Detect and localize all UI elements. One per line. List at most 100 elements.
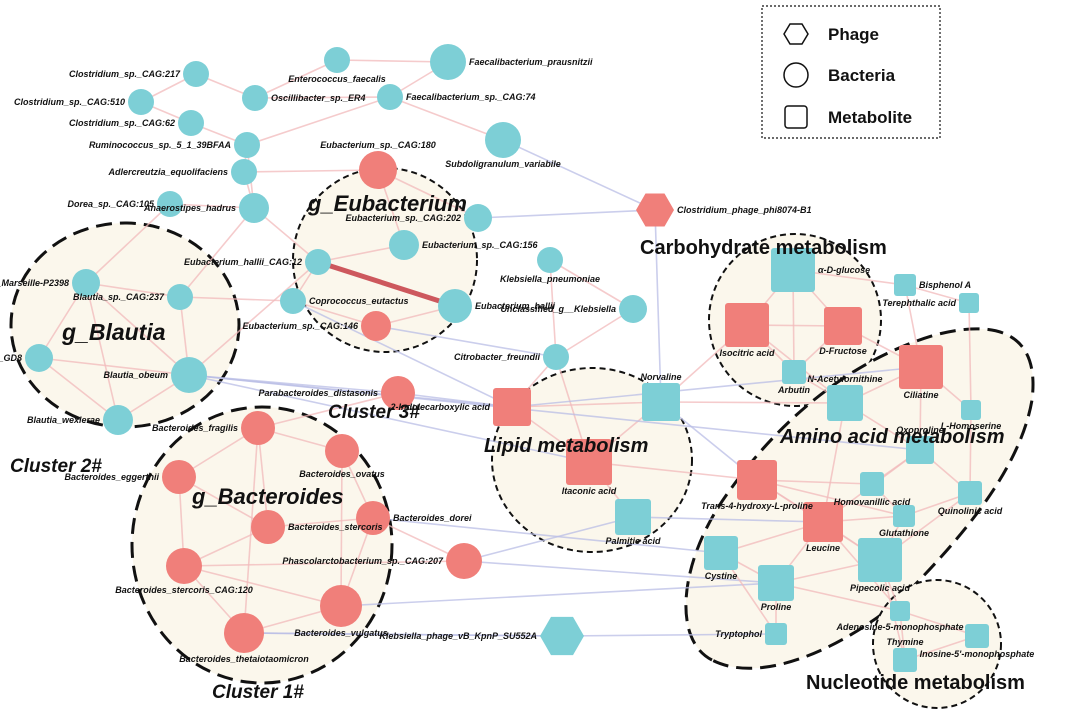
node-label-norvaline: Norvaline [640,372,681,382]
bacteria-node-phascolarctobacterium-sp-cag-207 [446,543,482,579]
metabolite-node-2-indolecarboxylic-acid [493,388,531,426]
edge-n39-n64 [561,633,777,637]
bacteria-node-eubacterium-hallii-cag-12 [305,249,331,275]
node-label-d-fructose: D-Fructose [819,346,867,356]
node-label-glutathione: Glutathione [879,528,929,538]
metabolite-node-trans-4-hydroxy-l-proline [737,460,777,500]
metabolite-node-bisphenol-a [894,274,916,296]
bacteria-node-faecalibacterium-sp-cag-74 [377,84,403,110]
node-label-adenosine-5-monophosphate: Adenosine-5-monophosphate [835,622,963,632]
edge-n35-n37 [183,565,342,607]
bacteria-node-bacteroides-fragilis [241,411,275,445]
metabolite-node-proline [758,565,794,601]
metabolite-node-ciliatine [899,345,943,389]
edge-n26-n42 [188,374,590,463]
bacteria-node-anaerostipes-hadrus [239,193,269,223]
edge-n32-n33 [178,476,269,528]
title-bacteroides: g_Bacteroides [191,484,344,509]
node-label-homovanillic-acid: Homovanillic acid [834,497,911,507]
node-label-blautia-sp-marseille-p2398: Blautia_sp._Marseille-P2398 [0,278,69,288]
node-label-eubacterium-sp-cag-180: Eubacterium_sp._CAG:180 [320,140,436,150]
node-label-proline: Proline [761,602,792,612]
group-titles: g_Eubacterium g_Blautia g_Bacteroides Cl… [10,191,1025,703]
edge-n17-n22 [317,259,456,309]
bacteria-node-blautia-sp-cag-237 [167,284,193,310]
metabolite-node-leucine [803,502,843,542]
bacteria-node-eubacterium-sp-cag-146 [361,311,391,341]
node-label-tryptophol: Tryptophol [715,629,762,639]
metabolite-node-palmitic-acid [615,499,651,535]
node-label-subdoligranulum-variabile: Subdoligranulum_variabile [445,159,561,169]
edge-n1-n2 [336,59,449,63]
edge-n35-n36 [183,560,465,567]
node-label-pipecolic-acid: Pipecolic acid [850,583,911,593]
circle-icon [783,62,809,88]
node-label-adlercreutzia-equolifaciens: Adlercreutzia_equolifaciens [107,167,228,177]
bacteria-node-blautia-sp-gd8 [25,344,53,372]
edge-n19-n27 [85,282,119,421]
edge-n5-n8 [389,96,504,141]
bacteria-node-clostridium-sp-cag-217 [183,61,209,87]
node-label-blautia-sp-cag-237: Blautia_sp._CAG:237 [73,292,165,302]
node-label-bacteroides-eggerthii: Bacteroides_eggerthii [64,472,159,482]
bacteria-node-oscillibacter-sp-er4 [242,85,268,111]
bacteria-node-bacteroides-stercoris-cag-120 [166,548,202,584]
edge-n23-n28 [555,308,634,358]
metabolite-node-inosine-5-monophosphate [965,624,989,648]
node-label-blautia-obeum: Blautia_obeum [103,370,168,380]
node-label-clostridium-sp-cag-510: Clostridium_sp._CAG:510 [14,97,125,107]
bacteria-node-citrobacter-freundii [543,344,569,370]
bacteria-node-blautia-obeum [171,357,207,393]
edge-n46-n52 [968,302,972,411]
edge-n8-n15 [502,139,656,211]
title-blautia: g_Blautia [61,319,166,345]
bacteria-node-unclassified-g-klebsiella [619,295,647,323]
metabolite-node-cystine [704,536,738,570]
edge-n19-n26 [85,282,190,376]
node-label-thymine: Thymine [886,637,923,647]
title-cluster1: Cluster 1# [212,682,304,703]
node-label-bacteroides-fragilis: Bacteroides_fragilis [152,423,238,433]
bacteria-node-ruminococcus-sp-5-1-39bfaa [234,132,260,158]
legend: Phage Bacteria Metabolite [761,5,941,139]
legend-bacteria-label: Bacteria [828,66,896,85]
edge-n10-n11 [243,169,379,173]
node-label-clostridium-sp-cag-62: Clostridium_sp._CAG:62 [69,118,175,128]
bacteria-node-clostridium-sp-cag-62 [178,110,204,136]
metabolite-node-isocitric-acid [725,303,769,347]
edge-n30-n38 [243,427,259,634]
bacteria-node-bacteroides-stercoris [251,510,285,544]
hexagon-icon [783,23,809,45]
bacteria-node-coprococcus-eutactus [280,288,306,314]
node-label-bacteroides-dorei: Bacteroides_dorei [393,513,472,523]
node-label-trans-4-hydroxy-l-proline: Trans-4-hydroxy-L-proline [701,501,813,511]
metabolite-node-itaconic-acid [566,439,612,485]
node-labels: Faecalibacterium_prausnitziiEnterococcus… [0,57,1034,664]
node-label-faecalibacterium-sp-cag-74: Faecalibacterium_sp._CAG:74 [406,92,536,102]
node-label-dorea-sp-cag-105: Dorea_sp._CAG:105 [67,199,155,209]
node-label-terephthalic-acid: Terephthalic acid [882,298,956,308]
title-amino-acid: Amino acid metabolism [779,426,1005,448]
node-label-phascolarctobacterium-sp-cag-207: Phascolarctobacterium_sp._CAG:207 [282,556,444,566]
node-label-ciliatine: Ciliatine [903,390,938,400]
bacteria-node-adlercreutzia-equolifaciens [231,159,257,185]
edge-n61-n62 [775,582,901,612]
node-label-cystine: Cystine [705,571,738,581]
node-label-arbutin: Arbutin [777,385,810,395]
bacteria-node-eubacterium-sp-cag-156 [389,230,419,260]
bacteria-node-bacteroides-dorei [356,501,390,535]
metabolite-node-arbutin [782,360,806,384]
bacteria-node-enterococcus-faecalis [324,47,350,73]
node-label-bacteroides-vulgatus: Bacteroides_vulgatus [294,628,388,638]
edge-n25-n27 [38,357,119,421]
bacteria-node-bacteroides-eggerthii [162,460,196,494]
metabolite-node-adenosine-5-monophosphate [890,601,910,621]
node-label-palmitic-acid: Palmitic acid [605,536,661,546]
bacteria-node-bacteroides-thetaiotaomicron [224,613,264,653]
node-label-parabacteroides-distasonis: Parabacteroides_distasonis [258,388,378,398]
phage-node-clostridium-phage-phi8074-b1 [636,193,674,227]
node-label-klebsiella-pneumoniae: Klebsiella_pneumoniae [500,274,600,284]
bacteria-node-blautia-sp-marseille-p2398 [72,269,100,297]
edge-n33-n34 [267,517,374,528]
metabolite-node-oxoproline [906,436,934,464]
